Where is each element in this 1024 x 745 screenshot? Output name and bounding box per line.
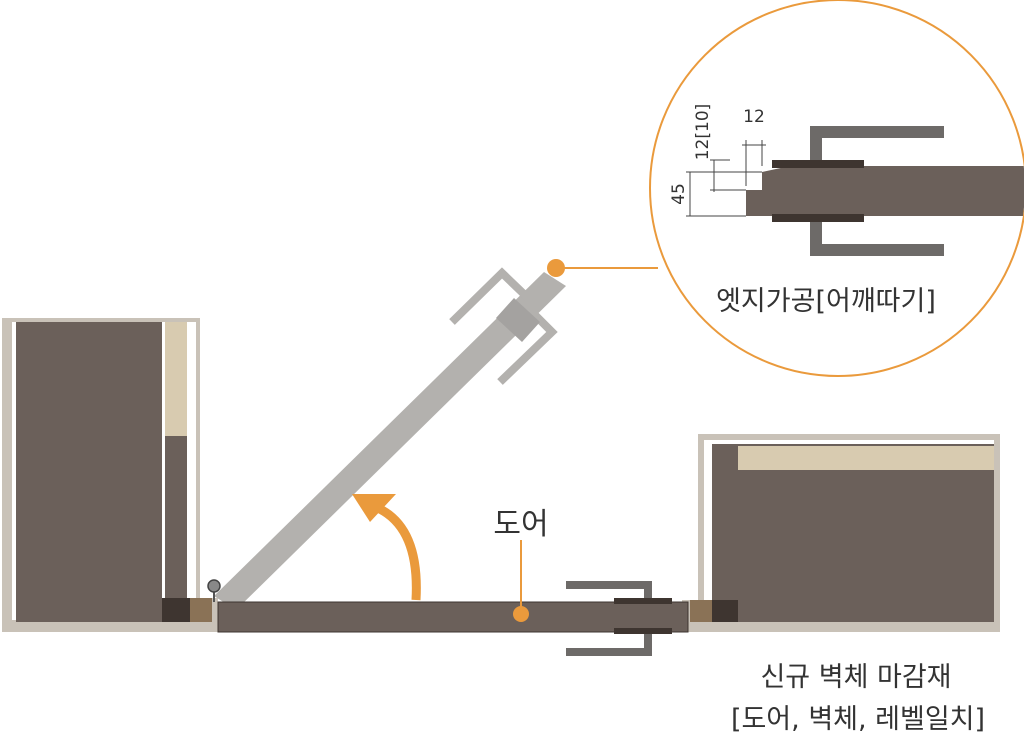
detail-hardware-top [772, 160, 864, 168]
closed-door [217, 581, 689, 656]
left-wall [2, 318, 218, 632]
caption-line1: 신규 벽체 마감재 [760, 662, 951, 693]
right-wall-base-dark [712, 600, 738, 622]
left-wall-trim [165, 322, 187, 436]
closed-door-slab-edge [217, 601, 689, 633]
open-door-handle-upper [449, 267, 531, 325]
left-wall-post [165, 436, 187, 600]
closed-door-handle-upper [566, 581, 652, 600]
right-wall-trim [738, 446, 994, 470]
closed-door-hardware-top [614, 598, 672, 604]
open-door-slab [214, 272, 566, 610]
closed-door-handle-lower [566, 634, 652, 656]
open-door [214, 267, 566, 610]
left-wall-base-tan [190, 598, 212, 622]
closed-door-hardware-bottom [614, 628, 672, 634]
caption-line2: [도어, 벽체, 레벨일치] [731, 704, 985, 735]
open-door-handle-lower [497, 303, 558, 385]
opening-arrow-icon [352, 494, 421, 601]
detail-callout: 45 12[10] 12 엣지가공[어깨따기] [547, 0, 1024, 377]
left-wall-base-dark [162, 598, 190, 622]
detail-handle-lower [810, 216, 944, 256]
hinge-icon [207, 579, 221, 602]
right-wall-panel [712, 444, 994, 622]
closed-door-slab [218, 602, 688, 632]
detail-dimensions [686, 140, 766, 217]
detail-hardware-bottom [772, 214, 864, 222]
door-label-marker [513, 540, 529, 622]
door-label: 도어 [493, 507, 548, 542]
right-wall [682, 434, 1000, 632]
open-door-hardware-plate [496, 298, 540, 342]
dim-step-height: 12[10] [693, 104, 713, 161]
dim-step-width: 12 [743, 107, 765, 127]
detail-door-edge [746, 166, 1024, 216]
right-wall-post [714, 446, 738, 602]
detail-caption: 엣지가공[어깨따기] [716, 286, 936, 317]
dim-thickness: 45 [669, 183, 689, 205]
detail-handle-upper [810, 126, 944, 166]
left-wall-panel [16, 322, 162, 622]
right-wall-base-tan [690, 600, 712, 622]
